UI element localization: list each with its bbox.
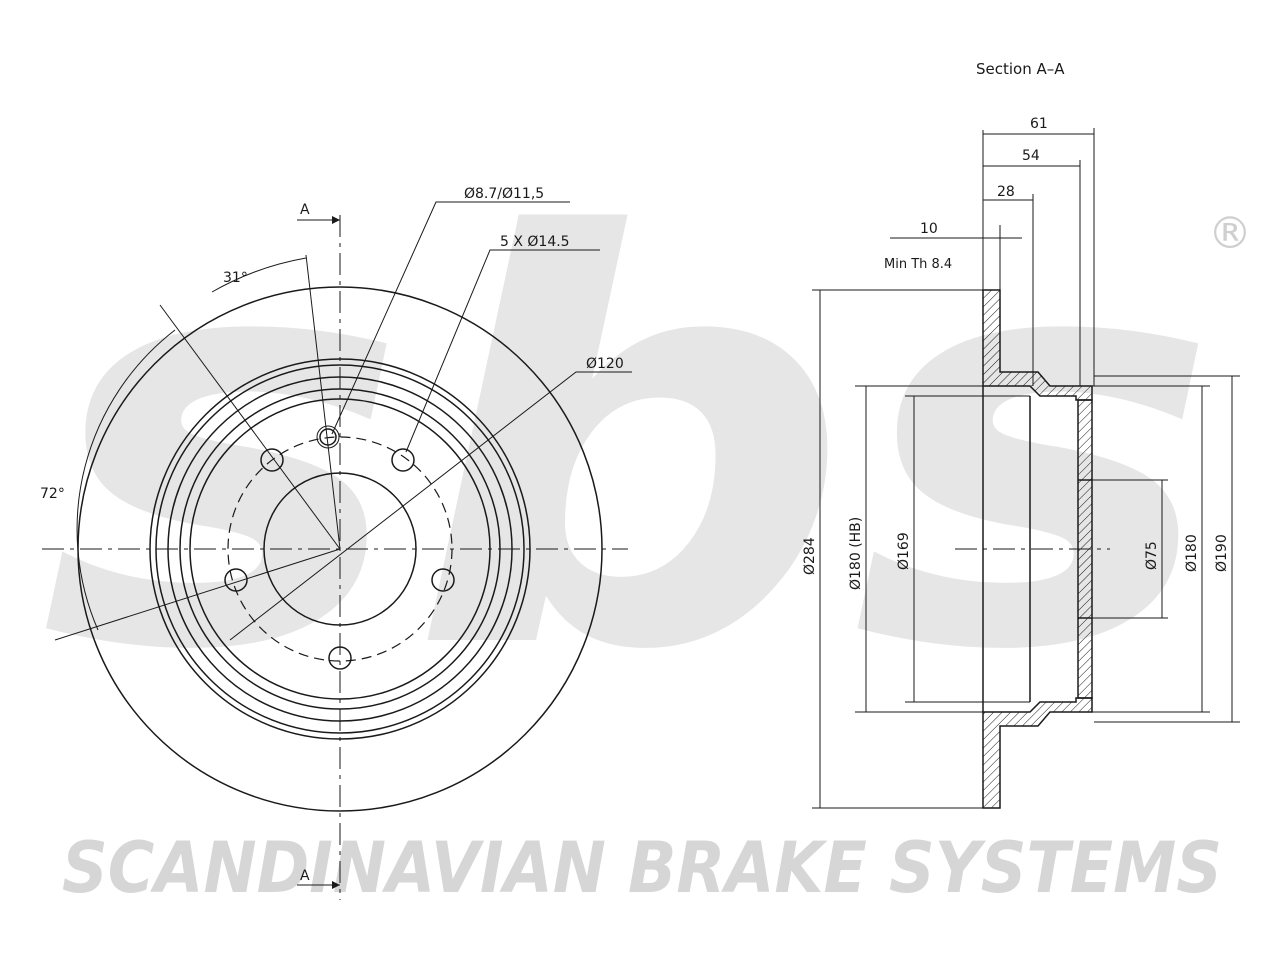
angle-label-31: 31°	[223, 270, 248, 286]
bolt-hole	[391, 448, 415, 472]
dim-75: Ø75	[1144, 541, 1160, 570]
dim-28: 28	[997, 184, 1015, 200]
section-marker-bottom: A	[300, 868, 310, 884]
callout-leader-holes	[405, 249, 600, 453]
hat-ring-5	[189, 398, 491, 700]
holes-callout: 5 X Ø14.5	[500, 234, 570, 250]
svg-text:®: ®	[1208, 208, 1252, 259]
angle-line-31	[305, 254, 341, 550]
pcd-circle	[227, 436, 453, 662]
angle-arc-31	[211, 257, 307, 293]
angle-label-72: 72°	[40, 486, 65, 502]
min-thickness: Min Th 8.4	[884, 257, 952, 272]
logo-text: sbs	[40, 121, 1220, 773]
hat-ring-3	[167, 376, 513, 722]
dim-180: Ø180	[1184, 534, 1200, 572]
bolt-hole	[431, 568, 455, 592]
hub-face	[1077, 399, 1093, 699]
registered-mark: ®	[1208, 208, 1252, 259]
angle-arc-72	[76, 329, 176, 631]
angle-line-72	[159, 304, 341, 550]
callout-leader-pcd	[229, 371, 632, 641]
pcd-callout: Ø120	[586, 356, 624, 372]
dim-10: 10	[920, 221, 938, 237]
dim-190: Ø190	[1214, 534, 1230, 572]
section-arrow-top	[332, 216, 340, 224]
sbs-logo-watermark: sbs	[40, 121, 1220, 773]
company-name: SCANDINAVIAN BRAKE SYSTEMS	[62, 827, 1222, 909]
hat-ring-4	[179, 388, 501, 710]
bolt-hole-callout: Ø8.7/Ø11,5	[464, 186, 544, 202]
callout-leader-bolt	[331, 201, 570, 435]
section-arrow-bottom	[332, 881, 340, 889]
section-view: Section A–A 61 54 28 10 Min Th 8.4 Ø	[802, 60, 1240, 809]
front-view: 31° 72° A A Ø8.7/Ø11,5 5 X Ø14.5 Ø120	[40, 186, 632, 900]
dim-284: Ø284	[802, 537, 818, 575]
section-marker-top: A	[300, 202, 310, 218]
dim-54: 54	[1022, 148, 1040, 164]
center-bore	[263, 472, 417, 626]
hat-ring-1	[149, 358, 531, 740]
bolt-hole	[328, 646, 352, 670]
dim-169: Ø169	[896, 532, 912, 570]
hat-ring-2	[155, 364, 525, 734]
dim-180hb: Ø180 (HB)	[848, 517, 864, 590]
section-title: Section A–A	[976, 60, 1065, 78]
dim-61: 61	[1030, 116, 1048, 132]
angle-line-low	[54, 548, 341, 641]
bolt-hole	[224, 568, 248, 592]
bolt-hole	[260, 448, 284, 472]
